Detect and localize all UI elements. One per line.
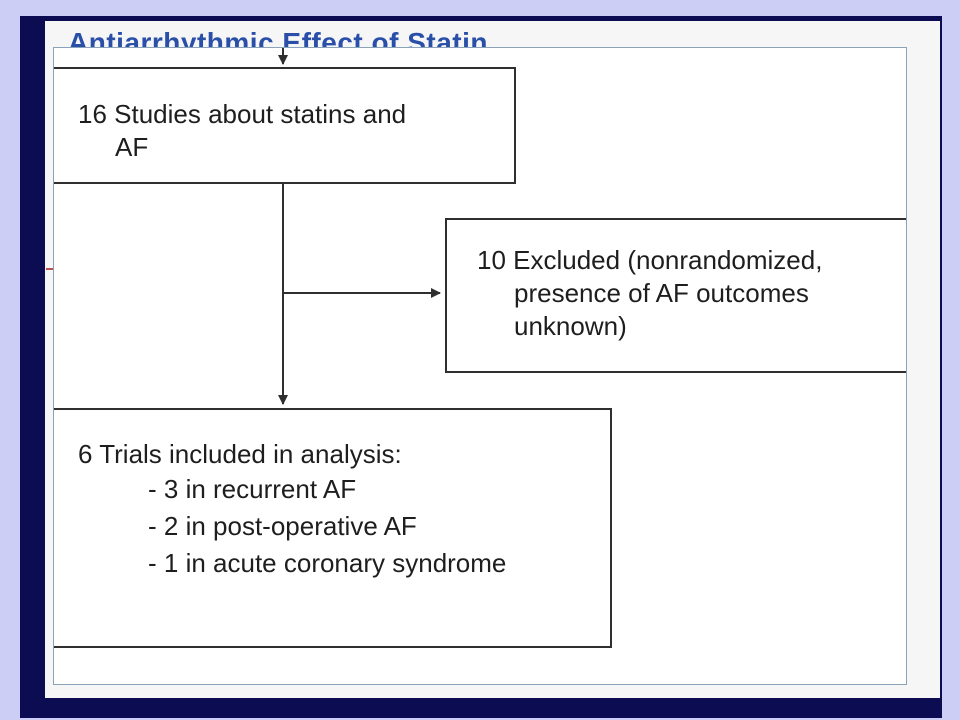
excluded-box: 10 Excluded (nonrandomized, presence of … — [445, 218, 906, 373]
studies-line-1: 16 Studies about statins and — [78, 99, 407, 129]
excluded-line-3: unknown) — [514, 310, 627, 341]
decorative-tick — [46, 268, 54, 270]
included-item: - 3 in recurrent AF — [148, 473, 357, 504]
flowchart-figure: 16 Studies about statins and AF 10 Exclu… — [53, 47, 907, 685]
excluded-line-1: 10 Excluded (nonrandomized, — [477, 245, 823, 275]
included-box: 6 Trials included in analysis: - 3 in re… — [54, 408, 612, 648]
slide-title: Antiarrhythmic Effect of Statin — [68, 29, 488, 49]
excluded-line-2: presence of AF outcomes — [514, 277, 809, 308]
included-heading: 6 Trials included in analysis: — [78, 439, 402, 469]
studies-box: 16 Studies about statins and AF — [54, 67, 516, 184]
flowchart-connectors — [278, 48, 441, 405]
studies-line-2: AF — [115, 131, 149, 162]
included-item: - 1 in acute coronary syndrome — [148, 547, 507, 578]
included-item: - 2 in post-operative AF — [148, 510, 417, 541]
